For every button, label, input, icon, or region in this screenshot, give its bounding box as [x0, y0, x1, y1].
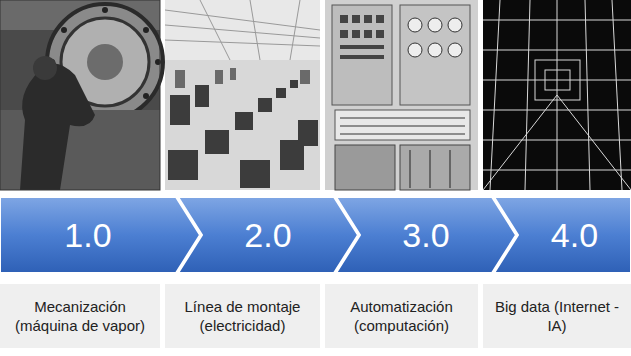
- chevron-fill: [494, 197, 631, 273]
- era-label-box: Mecanización (máquina de vapor): [0, 284, 160, 348]
- era-description: Línea de montaje (electricidad): [165, 297, 320, 336]
- computer-photo: [325, 0, 478, 190]
- chevron-fill: [336, 197, 516, 273]
- era-description: Automatización (computación): [325, 297, 478, 336]
- era-number: 4.0: [551, 216, 598, 255]
- factory-photo: [165, 0, 320, 190]
- chevron-fill: [0, 197, 200, 273]
- era-number: 3.0: [402, 216, 449, 255]
- era-description: Big data (Internet - IA): [483, 297, 631, 336]
- era-description: Mecanización (máquina de vapor): [0, 297, 160, 336]
- era-label-box: Línea de montaje (electricidad): [165, 284, 320, 348]
- era-chevron: 2.0: [178, 197, 358, 273]
- era-chevron: 1.0: [0, 197, 200, 273]
- era-label-box: Automatización (computación): [325, 284, 478, 348]
- era-number: 2.0: [244, 216, 291, 255]
- era-chevron: 4.0: [494, 197, 631, 273]
- steam-photo: [0, 0, 163, 190]
- chevron-fill: [178, 197, 358, 273]
- era-label-box: Big data (Internet - IA): [483, 284, 631, 348]
- era-number: 1.0: [64, 216, 111, 255]
- era-chevron: 3.0: [336, 197, 516, 273]
- era-photos: [0, 0, 631, 192]
- bigdata-photo: [483, 0, 631, 190]
